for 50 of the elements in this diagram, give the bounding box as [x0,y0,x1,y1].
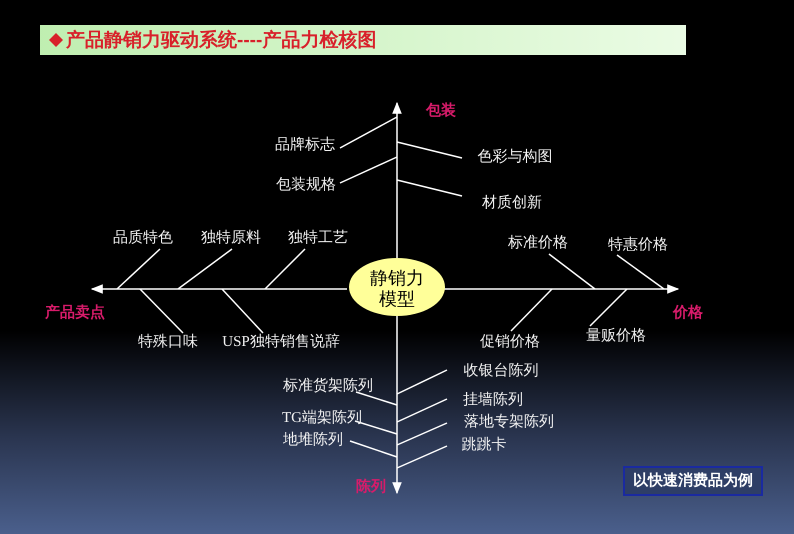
note-box: 以快速消费品为例 [623,466,763,496]
bone-line [396,445,448,469]
branch-label: 独特原料 [201,229,261,247]
bone-line [510,288,553,332]
bone-line [354,420,398,435]
branch-label: 落地专架陈列 [464,413,554,431]
axis-arrow [90,284,347,294]
axis-arrow [392,102,402,258]
branch-label: 独特工艺 [288,229,348,247]
branch-label: 标准价格 [508,234,568,252]
branch-label: TG端架陈列 [282,409,362,427]
bone-line [116,248,161,290]
branch-label: 品质特色 [113,229,173,247]
bone-line [548,253,596,290]
bone-line [396,141,462,159]
bone-line [396,422,448,446]
axis-label: 包装 [426,102,456,120]
bone-line [616,254,664,290]
branch-label: 材质创新 [482,194,542,212]
bone-line [221,288,264,334]
bone-line [139,288,184,334]
branch-label: 品牌标志 [275,136,335,154]
branch-label: 收银台陈列 [464,362,538,380]
axis-label: 价格 [673,304,703,322]
bone-line [340,156,398,184]
axis-label: 产品卖点 [45,304,105,322]
axis-label: 陈列 [356,478,386,496]
axis-arrow [392,316,402,494]
bone-line [396,398,448,423]
branch-label: 特殊口味 [138,333,198,351]
bone-line [396,369,448,395]
branch-label: 特惠价格 [608,236,668,254]
bone-line [340,116,398,149]
bone-line [589,288,628,327]
branch-label: 色彩与构图 [478,148,552,166]
branch-label: 量贩价格 [586,327,646,345]
branch-label: USP独特销售说辞 [222,333,340,351]
bone-line [396,179,462,197]
branch-label: 标准货架陈列 [283,377,373,395]
branch-label: 跳跳卡 [462,436,506,454]
axis-arrow [443,284,680,294]
bone-line [350,440,398,458]
title-text: 产品静销力驱动系统----产品力检核图 [66,28,376,53]
branch-label: 挂墙陈列 [463,391,523,409]
bone-line [356,391,398,406]
branch-label: 促销价格 [480,333,540,351]
bone-line [178,248,232,290]
branch-label: 地堆陈列 [283,431,343,449]
branch-label: 包装规格 [276,176,336,194]
bone-line [264,248,306,290]
